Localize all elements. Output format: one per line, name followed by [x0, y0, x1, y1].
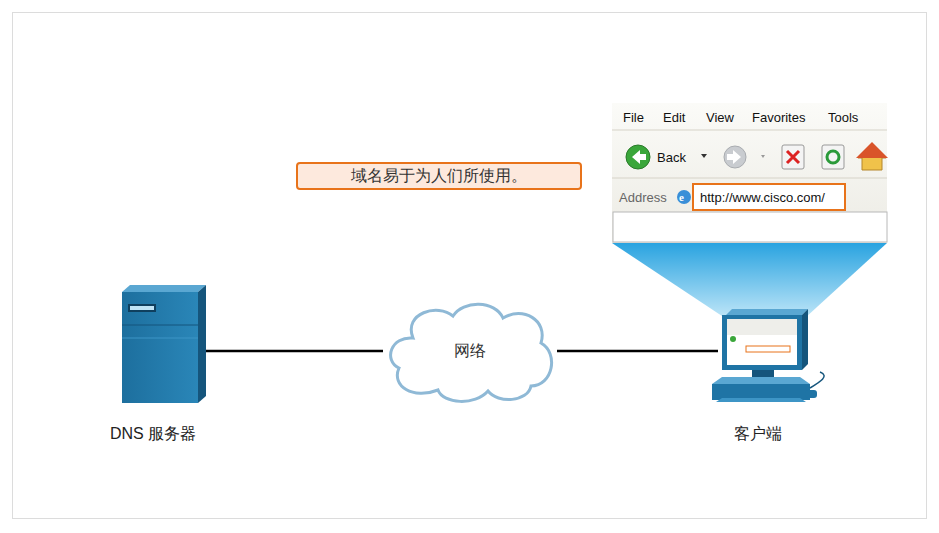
node-text: 客户端	[734, 424, 782, 445]
dns-server: DNS 服务器	[100, 285, 206, 445]
client-host: 客户端	[718, 305, 798, 445]
node-text: 网络	[454, 341, 486, 362]
node-text: 域名易于为人们所使用。	[351, 166, 527, 187]
node-text: http://www.cisco.com/	[700, 190, 825, 205]
network-link	[557, 350, 718, 353]
menu-item: Tools	[828, 110, 858, 125]
address-box: http://www.cisco.com/	[692, 183, 846, 211]
zoom-beam	[612, 243, 887, 318]
menu-item: View	[706, 110, 734, 125]
menu-item: Favorites	[752, 110, 805, 125]
server-icon	[122, 285, 206, 403]
menu-item: File	[623, 110, 644, 125]
network-link	[206, 350, 383, 353]
client-computer	[712, 309, 824, 402]
svg-text:e: e	[679, 191, 684, 203]
field-label: Address	[619, 190, 667, 205]
network-cloud: 网络	[383, 298, 557, 405]
menu-item: Edit	[663, 110, 685, 125]
callout-box: 域名易于为人们所使用。	[296, 162, 582, 190]
browser-window: e	[612, 103, 888, 243]
button-label: Back	[657, 150, 686, 165]
node-text: DNS 服务器	[110, 424, 196, 445]
